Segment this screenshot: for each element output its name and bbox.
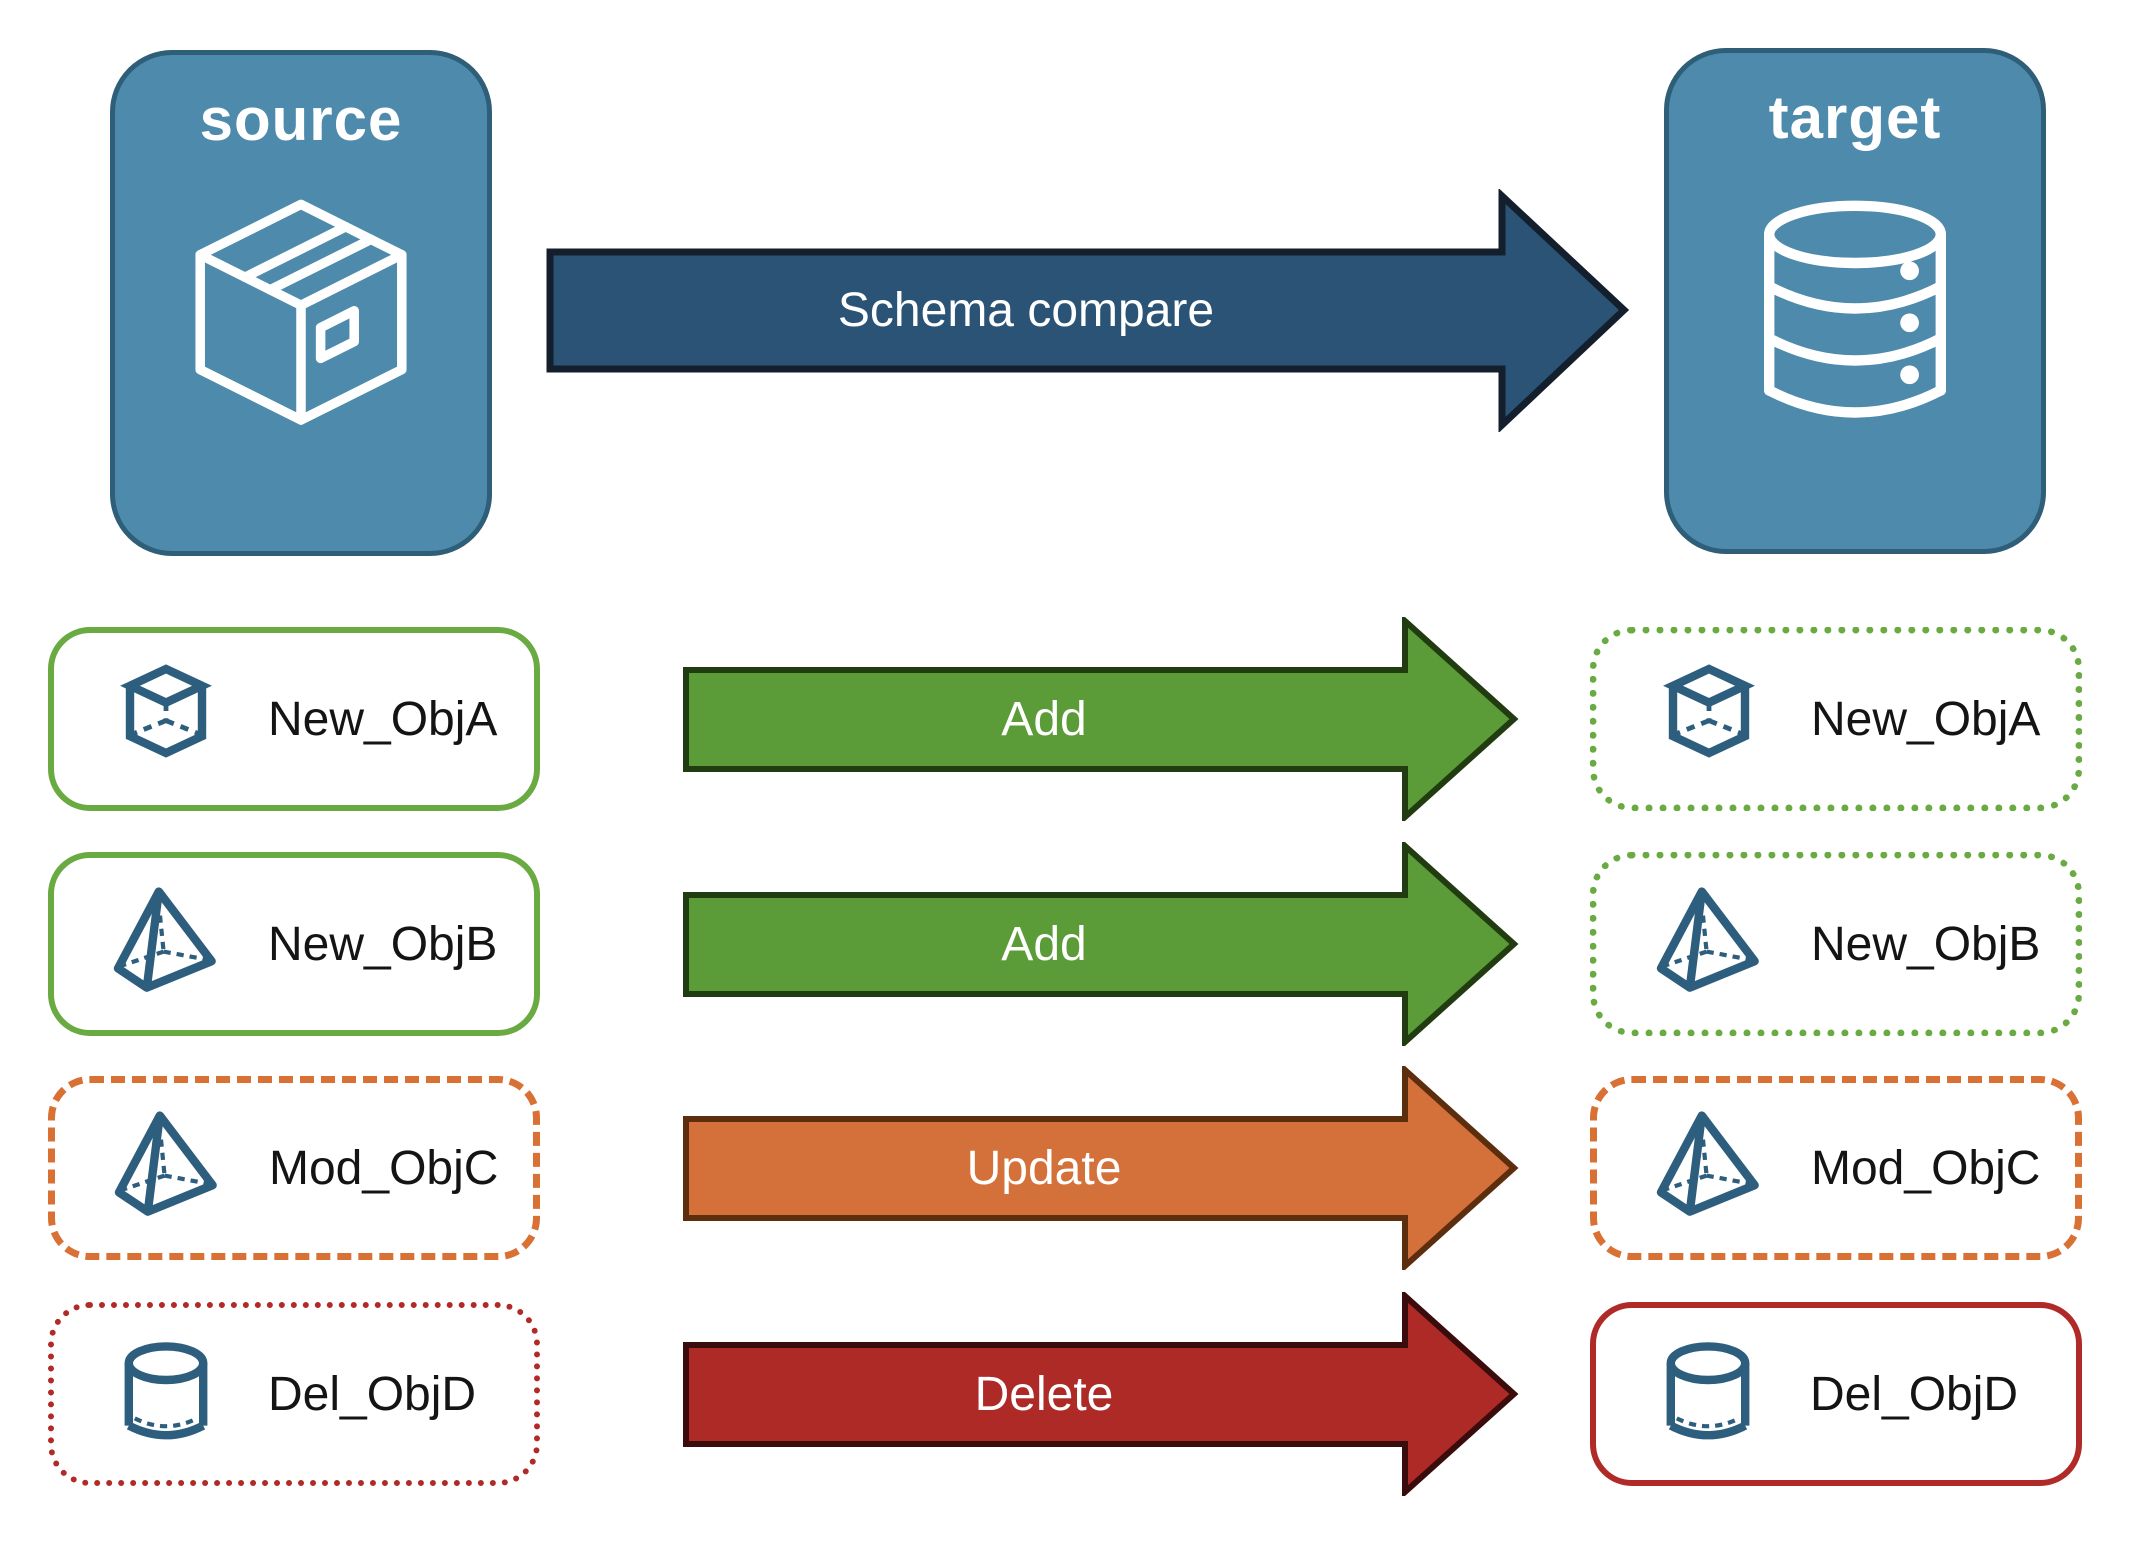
object-name: New_ObjB [1811,917,2041,971]
add-arrow-label-row1: Add [1001,692,1087,746]
update-arrow-label: Update [966,1141,1122,1195]
source-object-mod-objc: Mod_ObjC [48,1076,540,1260]
target-node: target [1664,48,2046,554]
object-name: Del_ObjD [1810,1367,2019,1421]
source-object-new-objb: New_ObjB [48,852,540,1036]
add-arrow-row1 [683,614,1521,824]
cube-icon [1649,657,1769,782]
object-name: New_ObjA [1811,692,2041,746]
pyramid-icon [1649,1106,1769,1231]
source-object-del-objd: Del_ObjD [48,1302,540,1486]
delete-arrow-label: Delete [974,1367,1114,1421]
add-arrow-label-row2: Add [1001,917,1087,971]
object-name: New_ObjA [268,692,498,746]
database-icon [1725,170,1985,465]
update-arrow [683,1063,1521,1273]
object-name: Mod_ObjC [1811,1141,2041,1195]
cylinder-icon [106,1332,226,1457]
target-object-new-obja: New_ObjA [1590,627,2082,811]
cube-icon [106,657,226,782]
cylinder-icon [1648,1332,1768,1457]
source-node-title: source [199,86,403,153]
pyramid-icon [107,1106,227,1231]
target-object-new-objb: New_ObjB [1590,852,2082,1036]
target-node-title: target [1768,84,1942,151]
delete-arrow [683,1289,1521,1499]
object-name: Mod_ObjC [269,1141,499,1195]
pyramid-icon [1649,882,1769,1007]
object-name: Del_ObjD [268,1367,477,1421]
package-icon [161,172,441,477]
schema-compare-arrow [546,187,1631,434]
source-object-new-obja: New_ObjA [48,627,540,811]
source-node: source [110,50,492,556]
target-object-mod-objc: Mod_ObjC [1590,1076,2082,1260]
pyramid-icon [106,882,226,1007]
object-name: New_ObjB [268,917,498,971]
add-arrow-row2 [683,839,1521,1049]
target-object-del-objd: Del_ObjD [1590,1302,2082,1486]
schema-compare-arrow-label: Schema compare [837,283,1215,337]
